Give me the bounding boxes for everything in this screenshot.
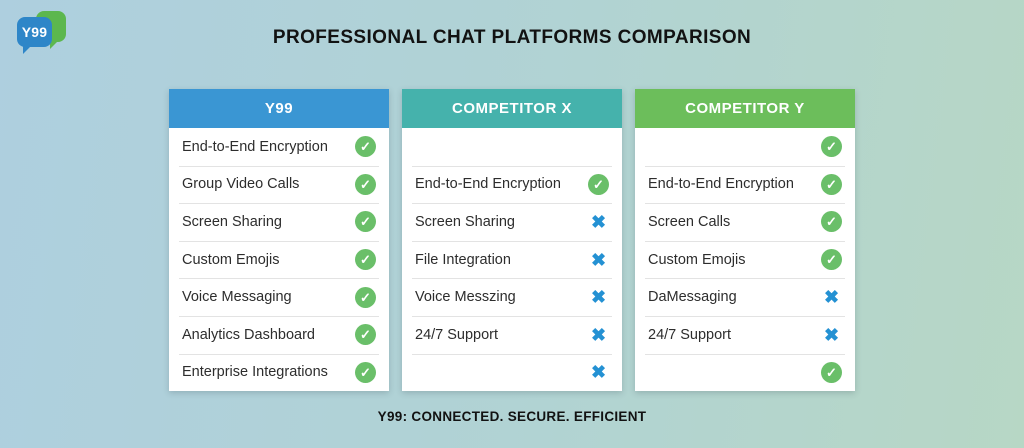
card-competitor-x: COMPETITOR X End-to-End Encryption ✓ Scree… <box>402 89 622 392</box>
card-header-y99: Y99 <box>169 89 389 128</box>
feature-row: ✖ <box>402 353 622 392</box>
check-icon: ✓ <box>821 173 842 195</box>
check-icon: ✓ <box>355 249 376 271</box>
feature-row: ✓ <box>635 353 855 392</box>
feature-row: End-to-End Encryption ✓ <box>635 165 855 204</box>
check-icon: ✓ <box>355 361 376 383</box>
card-body-competitor-x: End-to-End Encryption✓Screen Sharing✖Fil… <box>402 128 622 391</box>
check-icon: ✓ <box>821 211 842 233</box>
logo-green-bubble-tail <box>50 40 59 49</box>
logo-text: Y99 <box>21 24 48 40</box>
cross-icon: ✖ <box>823 324 840 345</box>
comparison-cards: Y99 End-to-End Encryption✓Group Video Ca… <box>169 89 855 392</box>
card-header-competitor-y: COMPETITOR Y <box>635 89 855 128</box>
check-icon: ✓ <box>355 324 376 346</box>
feature-row: 24/7 Support ✖ <box>402 315 622 354</box>
feature-label: File Integration <box>415 251 511 268</box>
check-icon: ✓ <box>821 361 842 383</box>
feature-row: 24/7 Support ✖ <box>635 315 855 354</box>
feature-row: Screen Calls ✓ <box>635 203 855 241</box>
feature-row: File Integration ✖ <box>402 240 622 279</box>
feature-label: Voice Messzing <box>415 289 516 306</box>
card-body-competitor-y: ✓End-to-End Encryption✓Screen Calls✓Cust… <box>635 128 855 391</box>
cross-icon: ✖ <box>590 287 607 308</box>
card-header-label: Y99 <box>264 100 294 117</box>
feature-row: Voice Messaging ✓ <box>169 278 389 316</box>
feature-label: Voice Messaging <box>182 289 292 306</box>
cross-icon: ✖ <box>823 287 840 308</box>
check-icon: ✓ <box>355 286 376 308</box>
cross-icon: ✖ <box>590 324 607 345</box>
card-header-label: COMPETITOR X <box>452 100 572 117</box>
feature-row: Analytics Dashboard ✓ <box>169 315 389 354</box>
feature-label: Screen Sharing <box>182 213 282 230</box>
feature-label: 24/7 Support <box>415 326 499 343</box>
feature-row: Voice Messzing ✖ <box>402 278 622 316</box>
check-icon: ✓ <box>821 136 842 158</box>
feature-row: ✓ <box>635 128 855 166</box>
feature-label: DaMessaging <box>648 289 737 306</box>
page-title: PROFESSIONAL CHAT PLATFORMS COMPARISON <box>272 27 752 48</box>
check-icon: ✓ <box>355 136 376 158</box>
feature-row: End-to-End Encryption ✓ <box>169 128 389 166</box>
empty-cell <box>588 136 609 157</box>
tagline: Y99: CONNECTED. SECURE. EFFICIENT <box>377 409 647 424</box>
feature-row: Custom Emojis ✓ <box>635 240 855 279</box>
check-icon: ✓ <box>588 173 609 195</box>
cross-icon: ✖ <box>590 362 607 383</box>
feature-label: Screen Sharing <box>415 213 515 230</box>
card-y99: Y99 End-to-End Encryption✓Group Video Ca… <box>169 89 389 392</box>
feature-label: Analytics Dashboard <box>182 326 315 343</box>
feature-label: Screen Calls <box>648 213 731 230</box>
check-icon: ✓ <box>821 249 842 271</box>
feature-row: Custom Emojis ✓ <box>169 240 389 279</box>
feature-row: Group Video Calls ✓ <box>169 165 389 204</box>
feature-label: Custom Emojis <box>182 251 280 268</box>
cross-icon: ✖ <box>590 211 607 232</box>
logo-blue-bubble-tail <box>23 45 32 54</box>
feature-row: Enterprise Integrations ✓ <box>169 353 389 392</box>
feature-label: End-to-End Encryption <box>415 176 561 193</box>
card-header-label: COMPETITOR Y <box>685 100 805 117</box>
feature-row: Screen Sharing ✖ <box>402 203 622 241</box>
y99-logo: Y99 <box>17 11 69 61</box>
feature-label: Group Video Calls <box>182 176 300 193</box>
feature-label: End-to-End Encryption <box>648 176 794 193</box>
feature-row: DaMessaging ✖ <box>635 278 855 316</box>
logo-blue-bubble-icon: Y99 <box>17 17 52 54</box>
feature-label: End-to-End Encryption <box>182 138 328 155</box>
feature-label: Enterprise Integrations <box>182 364 328 381</box>
feature-label: 24/7 Support <box>648 326 732 343</box>
feature-row: Screen Sharing ✓ <box>169 203 389 241</box>
feature-label: Custom Emojis <box>648 251 746 268</box>
card-body-y99: End-to-End Encryption ✓ Group Video Calls ✓… <box>169 128 389 391</box>
feature-row <box>402 128 622 166</box>
card-header-competitor-x: COMPETITOR X <box>402 89 622 128</box>
check-icon: ✓ <box>355 173 376 195</box>
card-competitor-y: COMPETITOR Y ✓End-to-End Encryption✓Scre… <box>635 89 855 392</box>
cross-icon: ✖ <box>590 249 607 270</box>
feature-row: End-to-End Encryption ✓ <box>402 165 622 204</box>
check-icon: ✓ <box>355 211 376 233</box>
